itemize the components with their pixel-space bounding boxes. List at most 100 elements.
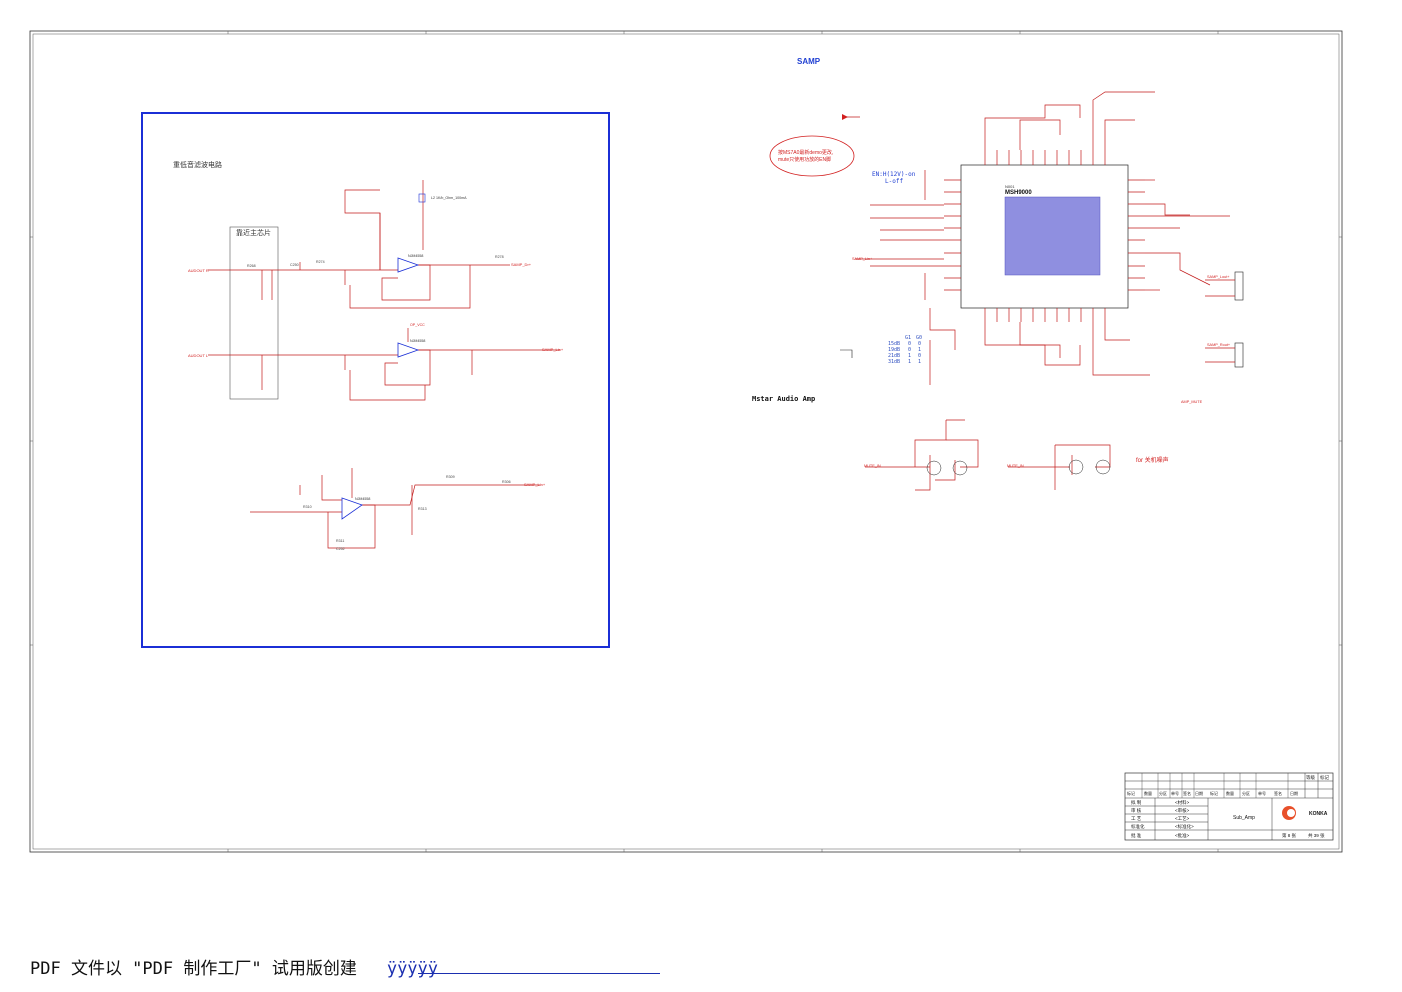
page-total: 共 39 张 <box>1308 832 1325 839</box>
c250-label: C250 <box>290 263 299 267</box>
mute-circuit-2: MUTE_IN for 关机噪声 <box>1007 444 1169 490</box>
gain-table: G1 G0 15dB 0 0 19dB 0 1 21dB 1 0 31dB 1 … <box>888 335 922 365</box>
near-chip-label: 靠近主芯片 <box>236 228 271 237</box>
r311-label: R311 <box>336 539 344 543</box>
bead-label: L2 1K/b_Ohm_100mA <box>431 196 467 200</box>
label-samp-lin-2: SAMP_Lin+ <box>524 482 546 487</box>
chip-part: MSH9000 <box>1005 190 1032 196</box>
tb-h7: 数量 <box>1226 790 1234 796</box>
tb-h1: 数量 <box>1144 790 1152 796</box>
mute-in-label-2: MUTE_IN <box>1007 464 1024 468</box>
tb-r0-v: <材料> <box>1175 799 1190 806</box>
gain-row-2-g0: 1 <box>918 347 921 353</box>
left-inputs: SAMP_Lin+ <box>852 170 956 385</box>
tb-r1-k: 审 核 <box>1131 807 1142 814</box>
samp-lin-chip: SAMP_Lin+ <box>852 257 873 261</box>
pdf-watermark-footer: PDF 文件以 "PDF 制作工厂" 试用版创建 ÿÿÿÿÿ <box>30 954 438 979</box>
samp-rout-label: SAMP_Rout+ <box>1207 343 1231 347</box>
gain-row-1-g0: 0 <box>918 341 921 347</box>
mstar-amp-title: Mstar Audio Amp <box>752 395 815 403</box>
opamp-3-label: NJM4558 <box>355 497 370 501</box>
top-output-filter <box>842 91 1155 150</box>
mixer-stage: NJM4558 SAMP_Lin+ R311 C252 R310 R313 R3… <box>250 468 546 551</box>
gain-row-2-g1: 0 <box>908 347 911 353</box>
frame-outer <box>29 30 1343 853</box>
amp-mute-label: AMP_MUTE <box>1181 400 1203 404</box>
opamp-1-label: NJM4558 <box>408 254 423 258</box>
subwoofer-block <box>141 112 610 648</box>
chip-ref: N001 <box>1005 184 1015 189</box>
r268-label: R268 <box>247 264 256 268</box>
bottom-output-filter <box>840 322 1150 376</box>
konka-logo-icon-inner <box>1287 809 1295 817</box>
gain-row-4-g0: 1 <box>918 359 921 365</box>
amp-chip-pad <box>1004 196 1101 276</box>
tb-h8: 分区 <box>1242 790 1250 796</box>
gain-row-3-g0: 0 <box>918 353 921 359</box>
gain-row-4: 31dB <box>888 359 900 365</box>
en-label-2: L-off <box>885 178 903 185</box>
label-samp-lin: SAMP_Lin+ <box>542 347 564 352</box>
gain-row-2: 19dB <box>888 347 900 353</box>
connector-l <box>1234 271 1244 301</box>
tb-mark: 标记 <box>1320 774 1329 781</box>
samp-title: SAMP <box>797 57 821 66</box>
tb-h6: 标记 <box>1210 790 1218 796</box>
footer-link[interactable]: ÿÿÿÿÿ <box>386 959 439 979</box>
label-audio-l: AUDOUT L <box>188 353 209 358</box>
note-line-1: 按MS7A0最新demo更改, <box>778 149 833 156</box>
gain-row-1-g1: 0 <box>908 341 911 347</box>
tb-h2: 分区 <box>1159 790 1167 796</box>
drawing-name: Sub_Amp <box>1233 815 1255 821</box>
tb-h11: 日期 <box>1290 790 1298 796</box>
c252-label: C252 <box>336 547 345 551</box>
footer-link-underline <box>418 973 660 974</box>
r274-label: R274 <box>316 260 325 264</box>
gain-row-3-g1: 1 <box>908 353 911 359</box>
tb-r4-v: <批准> <box>1175 832 1190 839</box>
frame-inner <box>32 33 1340 850</box>
right-outputs: SAMP_Lout+ SAMP_Rout+ AMP_MUTE <box>1145 179 1244 404</box>
mute-circuit-1: MUTE_IN <box>864 419 979 491</box>
tb-r2-k: 工 艺 <box>1131 816 1142 821</box>
tb-h4: 签名 <box>1183 790 1191 796</box>
channel-l-filter: AUDOUT L SAMP_Lin+ NJM4558 OP_VCC <box>188 323 564 401</box>
connector-r <box>1234 342 1244 368</box>
tb-stage: 等级 <box>1306 774 1315 781</box>
gain-row-1: 15dB <box>888 341 900 347</box>
near-chip-box <box>229 226 279 400</box>
gain-row-4-g1: 1 <box>908 359 911 365</box>
tb-h5: 日期 <box>1195 790 1203 796</box>
label-audio-r: AUDOUT R <box>188 268 209 273</box>
r306-label: R306 <box>502 480 511 484</box>
frame-ticks <box>30 31 1342 852</box>
tb-r1-v: <审核> <box>1175 807 1190 814</box>
vcc-label: OP_VCC <box>410 323 425 327</box>
opamp-2-label: NJM4558 <box>410 339 425 343</box>
tb-r0-k: 拟 制 <box>1131 799 1142 806</box>
r278-label: R278 <box>495 255 504 259</box>
samp-lout-label: SAMP_Lout+ <box>1207 275 1230 279</box>
title-block: 等级 标记 标记 数量 分区 单号 签名 日期 标记 数量 分区 单号 签名 日… <box>1124 772 1334 841</box>
r310-label: R310 <box>303 505 312 509</box>
tb-h3: 单号 <box>1171 790 1179 796</box>
shutdown-note: for 关机噪声 <box>1136 456 1169 464</box>
tb-r2-v: <工艺> <box>1175 816 1190 821</box>
tb-h9: 单号 <box>1258 790 1266 796</box>
note-ellipse <box>769 135 855 177</box>
tb-r3-k: 标准化 <box>1131 823 1145 830</box>
tb-r3-v: <标准化> <box>1175 823 1194 830</box>
chip-pins <box>944 150 1145 322</box>
tb-r4-k: 批 准 <box>1131 832 1142 839</box>
en-label-1: EN:H(12V)-on <box>872 171 916 178</box>
r313-label: R313 <box>418 507 427 511</box>
footer-text: PDF 文件以 "PDF 制作工厂" 试用版创建 <box>30 959 357 979</box>
tb-h0: 标记 <box>1127 790 1135 796</box>
gain-header-g0: G0 <box>916 335 922 341</box>
subwoofer-block-title: 重低音滤波电路 <box>173 160 222 169</box>
gain-row-3: 21dB <box>888 353 900 359</box>
amp-chip-body <box>960 164 1129 309</box>
konka-label: KONKA <box>1309 811 1328 817</box>
channel-r-filter: AUDOUT R SAMP_Dr+ NJM4558 L2 1K/b_Ohm_10… <box>188 180 532 309</box>
